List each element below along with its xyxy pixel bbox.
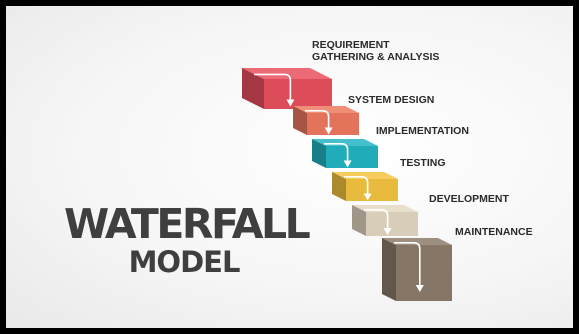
phase-label-testing: TESTING [400, 157, 446, 169]
step-side-system-design [293, 106, 307, 135]
step-front-implementation [326, 146, 378, 168]
step-front-requirement [264, 79, 332, 109]
step-front-maintenance [396, 245, 452, 301]
flow-arrow-testing [344, 176, 369, 196]
phase-label-implementation: IMPLEMENTATION [376, 125, 469, 137]
staircase [242, 68, 452, 301]
step-side-requirement [242, 68, 264, 109]
phase-label-maintenance: MAINTENANCE [455, 226, 533, 238]
step-side-implementation [312, 139, 326, 168]
step-side-testing [332, 172, 346, 201]
step-front-system-design [307, 113, 359, 135]
flow-arrow-implementation [324, 143, 349, 163]
phase-label-system-design: SYSTEM DESIGN [348, 94, 435, 106]
arrowhead-testing [363, 193, 372, 201]
flow-arrow-development [364, 209, 389, 230]
flow-arrow-maintenance [394, 242, 421, 287]
arrowhead-implementation [343, 160, 352, 168]
step-top-requirement [242, 68, 332, 79]
step-front-development [366, 212, 418, 236]
phase-label-development: DEVELOPMENT [429, 193, 509, 205]
arrowhead-development [383, 228, 392, 235]
phase-label-requirement: REQUIREMENT GATHERING & ANALYSIS [312, 39, 440, 63]
arrowhead-system-design [324, 127, 333, 135]
title-main: WATERFALL [64, 200, 311, 248]
step-side-development [352, 205, 366, 236]
step-front-testing [346, 179, 398, 201]
diagram-title: WATERFALL MODEL [64, 200, 311, 279]
step-side-maintenance [382, 238, 396, 301]
flow-arrow-system-design [305, 110, 330, 130]
arrowhead-requirement [286, 99, 295, 107]
arrowhead-maintenance [415, 285, 424, 292]
flow-arrow-requirement [254, 73, 292, 102]
title-sub: MODEL [128, 245, 241, 279]
